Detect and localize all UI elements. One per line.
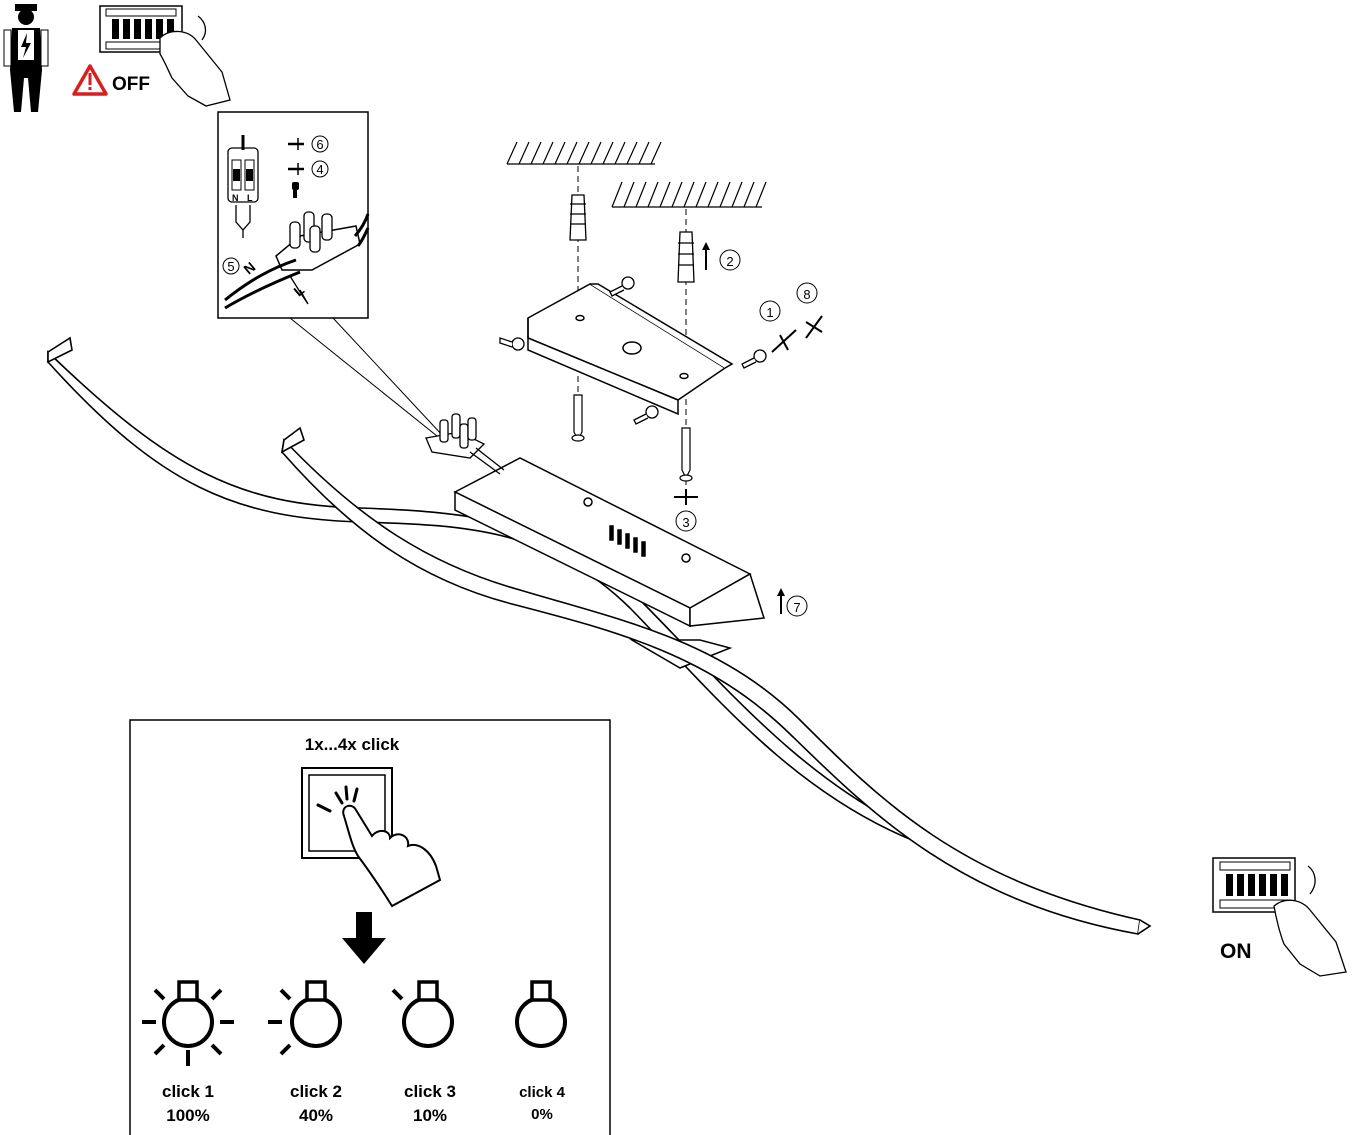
bulb-icon — [142, 980, 234, 1066]
screw-icon — [499, 276, 767, 425]
long-screw-icon — [571, 394, 693, 482]
lamp-arm-front — [280, 426, 1152, 935]
arrow-down-icon — [342, 912, 386, 964]
callout-7: 7 — [793, 600, 800, 615]
callout-4: 4 — [316, 162, 323, 177]
on-label: ON — [1220, 940, 1252, 963]
terminal-connector — [425, 413, 505, 475]
callout-2: 2 — [726, 254, 733, 269]
click-label: click 2 — [290, 1082, 342, 1101]
washer-icon — [674, 315, 823, 505]
level-label: 40% — [299, 1106, 333, 1125]
driver-box — [453, 457, 765, 669]
callout-3: 3 — [682, 515, 689, 530]
level-label: 10% — [413, 1106, 447, 1125]
switch-panel-title: 1x...4x click — [305, 735, 400, 754]
breaker-on-icon — [1212, 857, 1347, 977]
wiring-detail-inset: N L N L — [217, 111, 444, 437]
ceiling-hatch — [506, 141, 767, 208]
warning-triangle-icon — [72, 64, 108, 96]
click-label: click 3 — [404, 1082, 456, 1101]
callout-5: 5 — [227, 259, 234, 274]
callout-1: 1 — [766, 305, 773, 320]
level-label: 0% — [531, 1106, 553, 1123]
level-label: 100% — [166, 1106, 209, 1125]
electrician-icon — [3, 4, 49, 112]
breaker-off-icon — [99, 5, 231, 107]
click-label: click 4 — [519, 1084, 566, 1101]
wall-plug-icon — [569, 194, 695, 283]
callout-6: 6 — [316, 137, 323, 152]
bulb-icon — [268, 980, 342, 1056]
off-label: OFF — [112, 74, 150, 95]
callout-numbers: 6 4 5 2 1 8 3 7 — [222, 135, 818, 617]
bulb-icon — [515, 980, 567, 1048]
terminal-l-label: L — [247, 193, 253, 203]
switch-panel: 1x...4x click — [129, 719, 611, 1135]
callout-8: 8 — [803, 287, 810, 302]
click-label: click 1 — [162, 1082, 214, 1101]
switch-press-icon — [301, 767, 442, 908]
terminal-n-label: N — [232, 193, 239, 203]
bulb-icon — [391, 980, 454, 1048]
mounting-bracket — [527, 283, 734, 416]
